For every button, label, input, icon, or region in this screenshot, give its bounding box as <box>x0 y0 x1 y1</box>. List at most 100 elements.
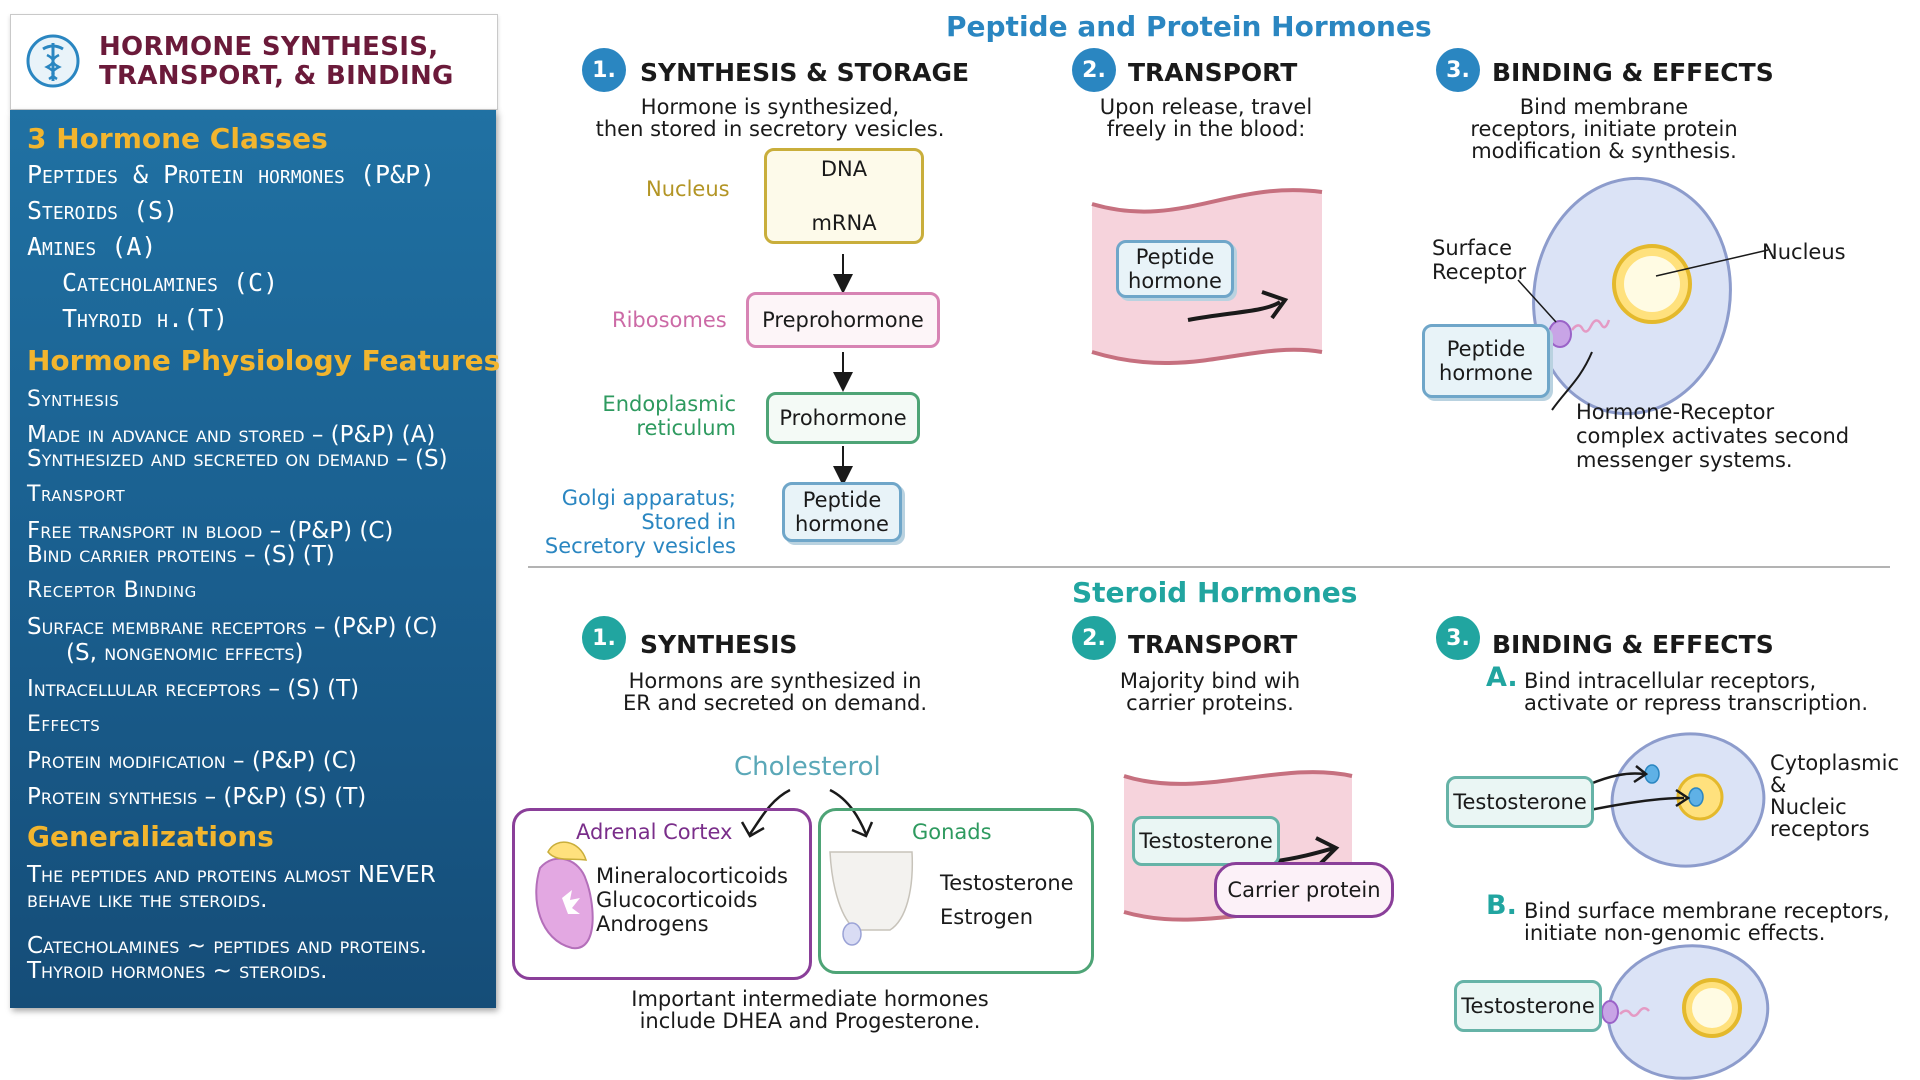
binding-arrow-nuclear <box>1589 796 1685 812</box>
receptor-pointer <box>1517 279 1557 323</box>
step-title: BINDING & EFFECTS <box>1492 630 1774 659</box>
label-line: Cytoplasmic <box>1770 751 1899 775</box>
cholesterol-label: Cholesterol <box>734 752 881 782</box>
binding-item: Intracellular receptors – (S) (T) <box>27 676 360 702</box>
label-line: Hormone-Receptor <box>1576 400 1775 424</box>
generalization-line: Catecholamines ~ peptides and proteins. <box>27 933 428 959</box>
hormone-item: Testosterone <box>940 871 1074 895</box>
surface-receptor-label: Surface Receptor <box>1432 236 1526 284</box>
step-description: Majority bind wih carrier proteins. <box>1100 670 1320 714</box>
box-line: hormone <box>1128 269 1222 293</box>
class-item: Peptides & Protein hormones (P&P) <box>27 160 436 189</box>
point-b-text: Bind surface membrane receptors, initiat… <box>1524 900 1890 944</box>
caduceus-logo-icon <box>26 34 80 88</box>
desc-line: modification & synthesis. <box>1471 139 1737 163</box>
step-number-badge: 1. <box>582 616 626 660</box>
golgi-label-line: Stored in <box>641 510 736 534</box>
step-number-badge: 2. <box>1072 48 1116 92</box>
testosterone-box: Testosterone <box>1454 980 1602 1032</box>
label-line: complex activates second <box>1576 424 1850 448</box>
nuclear-receptor <box>1688 787 1704 807</box>
er-label-line: reticulum <box>636 416 736 440</box>
generalizations-heading: Generalizations <box>27 820 274 853</box>
effects-heading: Effects <box>27 712 101 737</box>
box-line: hormone <box>1439 361 1533 385</box>
sidebar-panel: 3 Hormone Classes Peptides & Protein hor… <box>10 110 500 1008</box>
gonads-box <box>818 808 1094 974</box>
adrenal-hormone-list: Mineralocorticoids Glucocorticoids Andro… <box>596 864 788 936</box>
effects-item: Protein modification – (P&P) (C) <box>27 748 357 774</box>
peptide-section-title: Peptide and Protein Hormones <box>946 10 1432 43</box>
binding-arrow-cyto <box>1589 772 1645 786</box>
hormone-item: Estrogen <box>940 905 1034 929</box>
point-a-letter: A. <box>1486 662 1518 693</box>
hormone-item: Androgens <box>596 912 709 936</box>
complex-pointer <box>1551 351 1593 411</box>
vessel-wall-bottom <box>1091 347 1323 365</box>
step-number-badge: 2. <box>1072 616 1116 660</box>
sidebar-header: HORMONE SYNTHESIS, TRANSPORT, & BINDING <box>10 14 498 110</box>
transport-item: Free transport in blood – (P&P) (C) <box>27 518 394 544</box>
adrenal-cortex-box <box>512 808 812 980</box>
golgi-label: Golgi apparatus; Stored in Secretory ves… <box>532 486 736 558</box>
preprohormone-box: Preprohormone <box>746 292 940 348</box>
box-line: Peptide <box>1135 245 1215 269</box>
golgi-label-line: Secretory vesicles <box>544 534 736 558</box>
step-description: Hormone is synthesized, then stored in s… <box>580 96 960 140</box>
step-description: Upon release, travel freely in the blood… <box>1096 96 1316 140</box>
hormone-item: Glucocorticoids <box>596 888 758 912</box>
desc-line: freely in the blood: <box>1106 117 1306 141</box>
desc-line: activate or repress transcription. <box>1524 691 1869 715</box>
label-line: receptors <box>1770 817 1870 841</box>
step-title: SYNTHESIS & STORAGE <box>640 58 970 87</box>
signal-squiggle <box>1571 319 1611 333</box>
class-item: Steroids (S) <box>27 196 179 225</box>
dna-label: DNA <box>820 157 868 181</box>
step-title: SYNTHESIS <box>640 630 798 659</box>
desc-line: carrier proteins. <box>1126 691 1294 715</box>
step-title: BINDING & EFFECTS <box>1492 58 1774 87</box>
peptide-hormone-box: Peptide hormone <box>782 482 902 542</box>
surface-receptor-b <box>1601 1000 1619 1024</box>
transport-arrowhead <box>1261 290 1289 320</box>
er-label: Endoplasmic reticulum <box>588 392 736 440</box>
nucleus-label: Nucleus <box>1762 240 1846 264</box>
label-line: & <box>1770 773 1787 797</box>
step-number-badge: 1. <box>582 48 626 92</box>
receptors-label: Cytoplasmic & Nucleic receptors <box>1770 752 1899 840</box>
synthesis-item: Made in advance and stored – (P&P) (A) <box>27 422 436 448</box>
gonad-hormone-list: Testosterone Estrogen <box>940 866 1074 934</box>
desc-line: Bind surface membrane receptors, <box>1524 899 1890 923</box>
desc-line: ER and secreted on demand. <box>622 691 928 715</box>
hormone-item: Mineralocorticoids <box>596 864 788 888</box>
nucleus-box: DNA mRNA <box>764 148 924 244</box>
step-number-badge: 3. <box>1436 48 1480 92</box>
complex-label: Hormone-Receptor complex activates secon… <box>1576 400 1849 472</box>
classes-heading: 3 Hormone Classes <box>27 122 328 155</box>
surface-receptor <box>1548 320 1572 348</box>
binding-item: Surface membrane receptors – (P&P) (C) <box>27 614 438 640</box>
binding-item: (S, nongenomic effects) <box>66 640 304 666</box>
nucleus-pointer <box>1655 249 1769 277</box>
testosterone-box: Testosterone <box>1446 776 1594 828</box>
mrna-label: mRNA <box>811 211 877 235</box>
desc-line: Hormone is synthesized, <box>640 95 900 119</box>
synthesis-item: Synthesized and secreted on demand – (S) <box>27 446 448 472</box>
point-b-letter: B. <box>1486 890 1517 921</box>
transport-item: Bind carrier proteins – (S) (T) <box>27 542 335 568</box>
testosterone-box: Testosterone <box>1132 816 1280 866</box>
box-line: Peptide <box>1446 337 1526 361</box>
nucleus-label: Nucleus <box>646 177 730 201</box>
vessel-wall-top <box>1091 188 1323 214</box>
peptide-hormone-box: Peptide hormone <box>1116 240 1234 298</box>
label-line: Surface <box>1432 236 1513 260</box>
effects-item: Protein synthesis – (P&P) (S) (T) <box>27 784 367 810</box>
desc-line: Hormons are synthesized in <box>628 669 922 693</box>
transport-arrow <box>1187 300 1282 322</box>
generalization-line: The peptides and proteins almost NEVER <box>27 862 436 888</box>
peptide-hormone-box: Peptide hormone <box>1422 324 1550 398</box>
desc-line: Bind membrane <box>1519 95 1689 119</box>
amine-subclass: Thyroid h.(T) <box>62 304 229 333</box>
box-line: hormone <box>795 512 889 536</box>
prohormone-box: Prohormone <box>766 392 920 444</box>
